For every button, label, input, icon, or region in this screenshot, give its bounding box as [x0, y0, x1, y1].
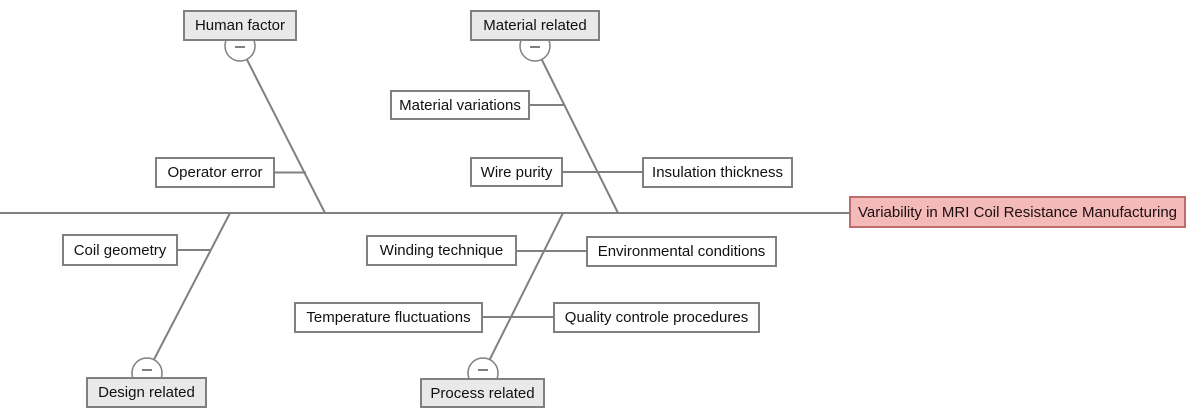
cause-box-material-variations[interactable]: Material variations	[390, 90, 530, 120]
cause-box-environmental-conditions[interactable]: Environmental conditions	[586, 236, 777, 267]
category-box-process-related[interactable]: Process related	[420, 378, 545, 408]
category-box-design-related[interactable]: Design related	[86, 377, 207, 408]
effect-head-box[interactable]: Variability in MRI Coil Resistance Manuf…	[849, 196, 1186, 228]
cause-box-wire-purity[interactable]: Wire purity	[470, 157, 563, 187]
cause-box-temperature-fluctuations[interactable]: Temperature fluctuations	[294, 302, 483, 333]
bone-design-related	[146, 212, 231, 374]
cause-box-operator-error[interactable]: Operator error	[155, 157, 275, 188]
bone-process-related	[482, 212, 564, 374]
bone-material-related	[534, 45, 619, 214]
category-box-material-related[interactable]: Material related	[470, 10, 600, 41]
cause-box-coil-geometry[interactable]: Coil geometry	[62, 234, 178, 266]
cause-box-insulation-thickness[interactable]: Insulation thickness	[642, 157, 793, 188]
cause-box-winding-technique[interactable]: Winding technique	[366, 235, 517, 266]
bone-human-factor	[239, 45, 326, 214]
category-box-human-factor[interactable]: Human factor	[183, 10, 297, 41]
cause-box-quality-controle-procedures[interactable]: Quality controle procedures	[553, 302, 760, 333]
